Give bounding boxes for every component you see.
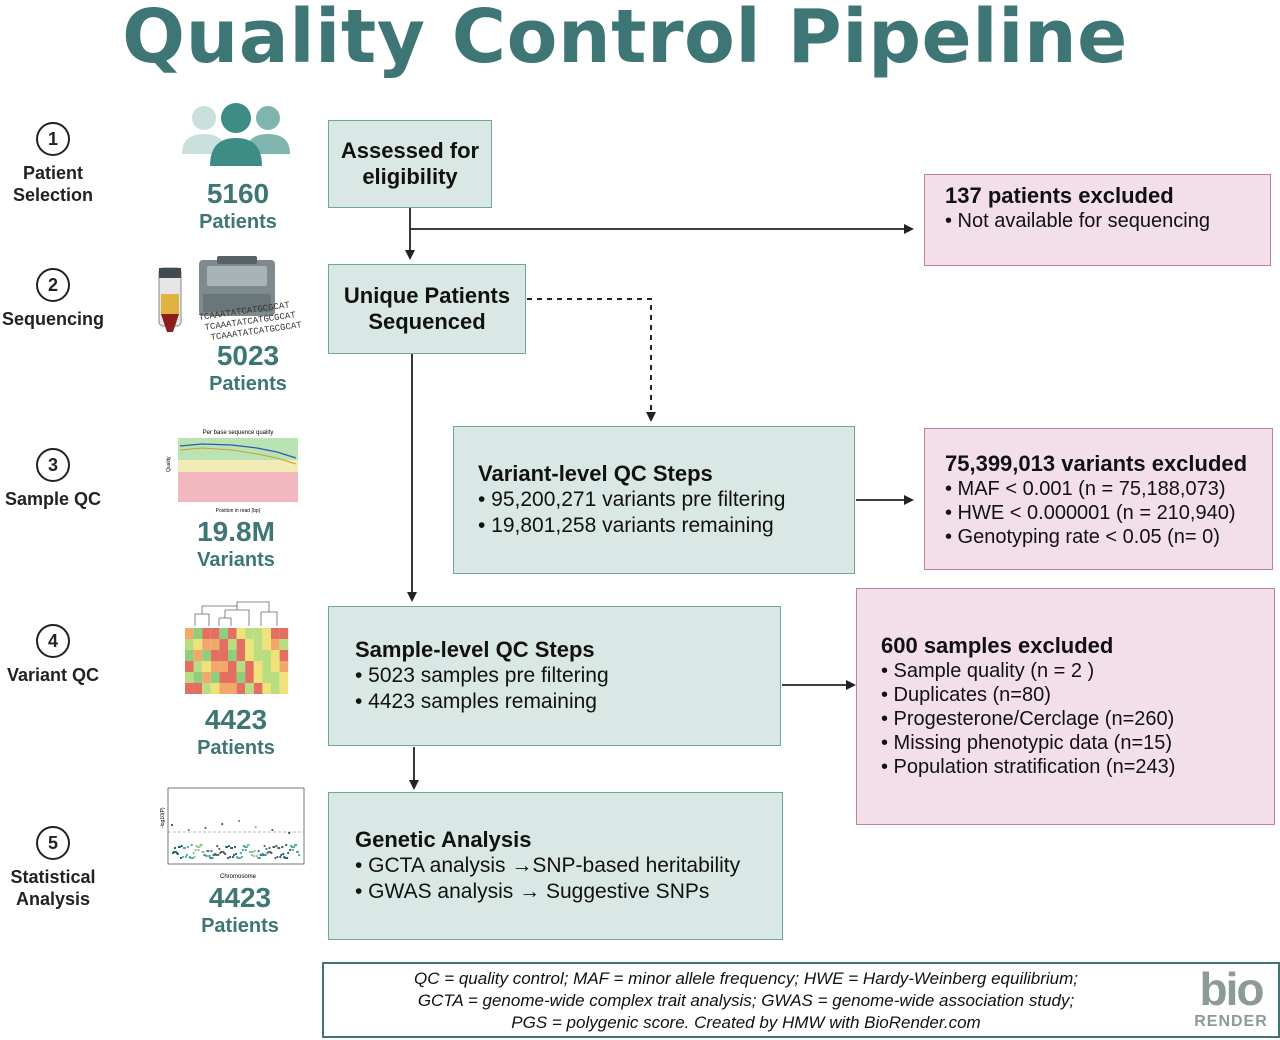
count-value: 4423: [204, 704, 268, 735]
quality-plot-xlabel: Position in read (bp): [216, 508, 261, 514]
quality-plot-icon: Per base sequence quality Quality Positi…: [166, 430, 298, 514]
step-number: 2: [36, 268, 70, 302]
logo-bio-text: bio: [1199, 963, 1265, 1015]
quality-plot-ylabel: Quality: [166, 456, 172, 472]
manhattan-ylabel: -log10(P): [160, 807, 166, 828]
step-statistical-analysis: 5 Statistical Analysis: [0, 826, 106, 910]
box-eligibility-line2: eligibility: [362, 164, 458, 189]
step-label: Sample QC: [4, 489, 102, 509]
page-title: Quality Control Pipeline: [122, 0, 1128, 80]
exclusion-variants: 75,399,013 variants excluded • MAF < 0.0…: [924, 428, 1273, 570]
heatmap-icon: [185, 601, 289, 694]
count-patients-analysis: 4423 Patients: [170, 882, 310, 938]
abbreviation-legend: QC = quality control; MAF = minor allele…: [322, 962, 1280, 1038]
box-genetic-item: • GCTA analysis →SNP-based heritability: [355, 854, 741, 877]
step-sequencing: 2 Sequencing: [0, 268, 106, 330]
step-patient-selection: 1 Patient Selection: [0, 122, 106, 206]
count-variants: 19.8M Variants: [166, 516, 306, 572]
exclusion-samples-item: • Missing phenotypic data (n=15): [881, 732, 1173, 754]
box-sample-level-qc: Sample-level QC Steps • 5023 samples pre…: [328, 606, 781, 746]
step-label: Variant QC: [6, 665, 100, 685]
step-label: Statistical: [10, 867, 96, 887]
exclusion-patients-item: • Not available for sequencing: [945, 210, 1210, 232]
count-value: 5023: [216, 340, 280, 371]
box-sequenced-line2: Sequenced: [368, 309, 486, 334]
step-sample-qc: 3 Sample QC: [0, 448, 106, 510]
exclusion-samples-item: • Progesterone/Cerclage (n=260): [881, 708, 1175, 730]
step-number: 1: [36, 122, 70, 156]
count-unit: Patients: [199, 211, 277, 233]
box-sample-qc-head: Sample-level QC Steps: [355, 637, 595, 662]
step-label: Analysis: [15, 889, 91, 909]
count-patients-variant-qc: 4423 Patients: [166, 704, 306, 760]
count-unit: Patients: [197, 737, 275, 759]
exclusion-samples-item: • Population stratification (n=243): [881, 756, 1176, 778]
count-value: 4423: [208, 882, 272, 913]
biorender-logo: bio RENDER: [1186, 964, 1276, 1030]
box-genetic-item: • GWAS analysis → Suggestive SNPs: [355, 880, 710, 903]
step-number: 4: [36, 624, 70, 658]
exclusion-samples: 600 samples excluded • Sample quality (n…: [856, 588, 1275, 825]
exclusion-samples-head: 600 samples excluded: [881, 633, 1114, 658]
step-label: Patient: [22, 163, 83, 183]
box-genetic-analysis: Genetic Analysis • GCTA analysis →SNP-ba…: [328, 792, 783, 940]
box-assessed-eligibility: Assessed for eligibility: [328, 120, 492, 208]
box-sample-qc-item: • 4423 samples remaining: [355, 690, 597, 713]
manhattan-xlabel: Chromosome: [220, 874, 257, 880]
box-unique-patients-sequenced: Unique Patients Sequenced: [328, 264, 526, 354]
count-value: 5160: [206, 178, 270, 209]
count-value: 19.8M: [197, 516, 275, 547]
patients-icon: [182, 103, 290, 166]
exclusion-patients: 137 patients excluded • Not available fo…: [924, 174, 1271, 266]
count-patients-selected: 5160 Patients: [168, 178, 308, 234]
quality-plot-title: Per base sequence quality: [203, 430, 274, 436]
box-variant-qc-item: • 95,200,271 variants pre filtering: [478, 488, 786, 511]
box-eligibility-line1: Assessed for: [340, 138, 480, 163]
step-label: Selection: [12, 185, 94, 205]
box-variant-level-qc: Variant-level QC Steps • 95,200,271 vari…: [453, 426, 855, 574]
box-sample-qc-item: • 5023 samples pre filtering: [355, 664, 609, 687]
box-genetic-head: Genetic Analysis: [355, 827, 532, 852]
exclusion-variants-head: 75,399,013 variants excluded: [945, 451, 1248, 476]
count-unit: Patients: [209, 373, 287, 395]
box-variant-qc-head: Variant-level QC Steps: [478, 461, 713, 486]
exclusion-variants-item: • MAF < 0.001 (n = 75,188,073): [945, 478, 1226, 500]
legend-line: QC = quality control; MAF = minor allele…: [413, 969, 1079, 988]
logo-render-text: RENDER: [1194, 1013, 1268, 1030]
manhattan-plot-icon: -log10(P) Chromosome: [160, 787, 305, 880]
exclusion-samples-item: • Sample quality (n = 2 ): [881, 660, 1095, 682]
step-number: 3: [36, 448, 70, 482]
exclusion-patients-head: 137 patients excluded: [945, 183, 1174, 208]
exclusion-samples-item: • Duplicates (n=80): [881, 684, 1051, 706]
legend-line: GCTA = genome-wide complex trait analysi…: [417, 991, 1075, 1010]
legend-line: PGS = polygenic score. Created by HMW wi…: [511, 1013, 981, 1032]
count-unit: Patients: [201, 915, 279, 937]
exclusion-variants-item: • HWE < 0.000001 (n = 210,940): [945, 502, 1236, 524]
exclusion-variants-item: • Genotyping rate < 0.05 (n= 0): [945, 526, 1220, 548]
step-variant-qc: 4 Variant QC: [0, 624, 106, 686]
box-sequenced-line1: Unique Patients: [343, 283, 511, 308]
count-unit: Variants: [197, 549, 275, 571]
sequencer-icon: TCAAATATCATGCGCAT TCAAATATCATGCGCAT TCAA…: [158, 256, 303, 340]
count-patients-sequenced: 5023 Patients: [178, 340, 318, 396]
box-variant-qc-item: • 19,801,258 variants remaining: [478, 514, 774, 537]
step-label: Sequencing: [1, 309, 104, 329]
step-number: 5: [36, 826, 70, 860]
